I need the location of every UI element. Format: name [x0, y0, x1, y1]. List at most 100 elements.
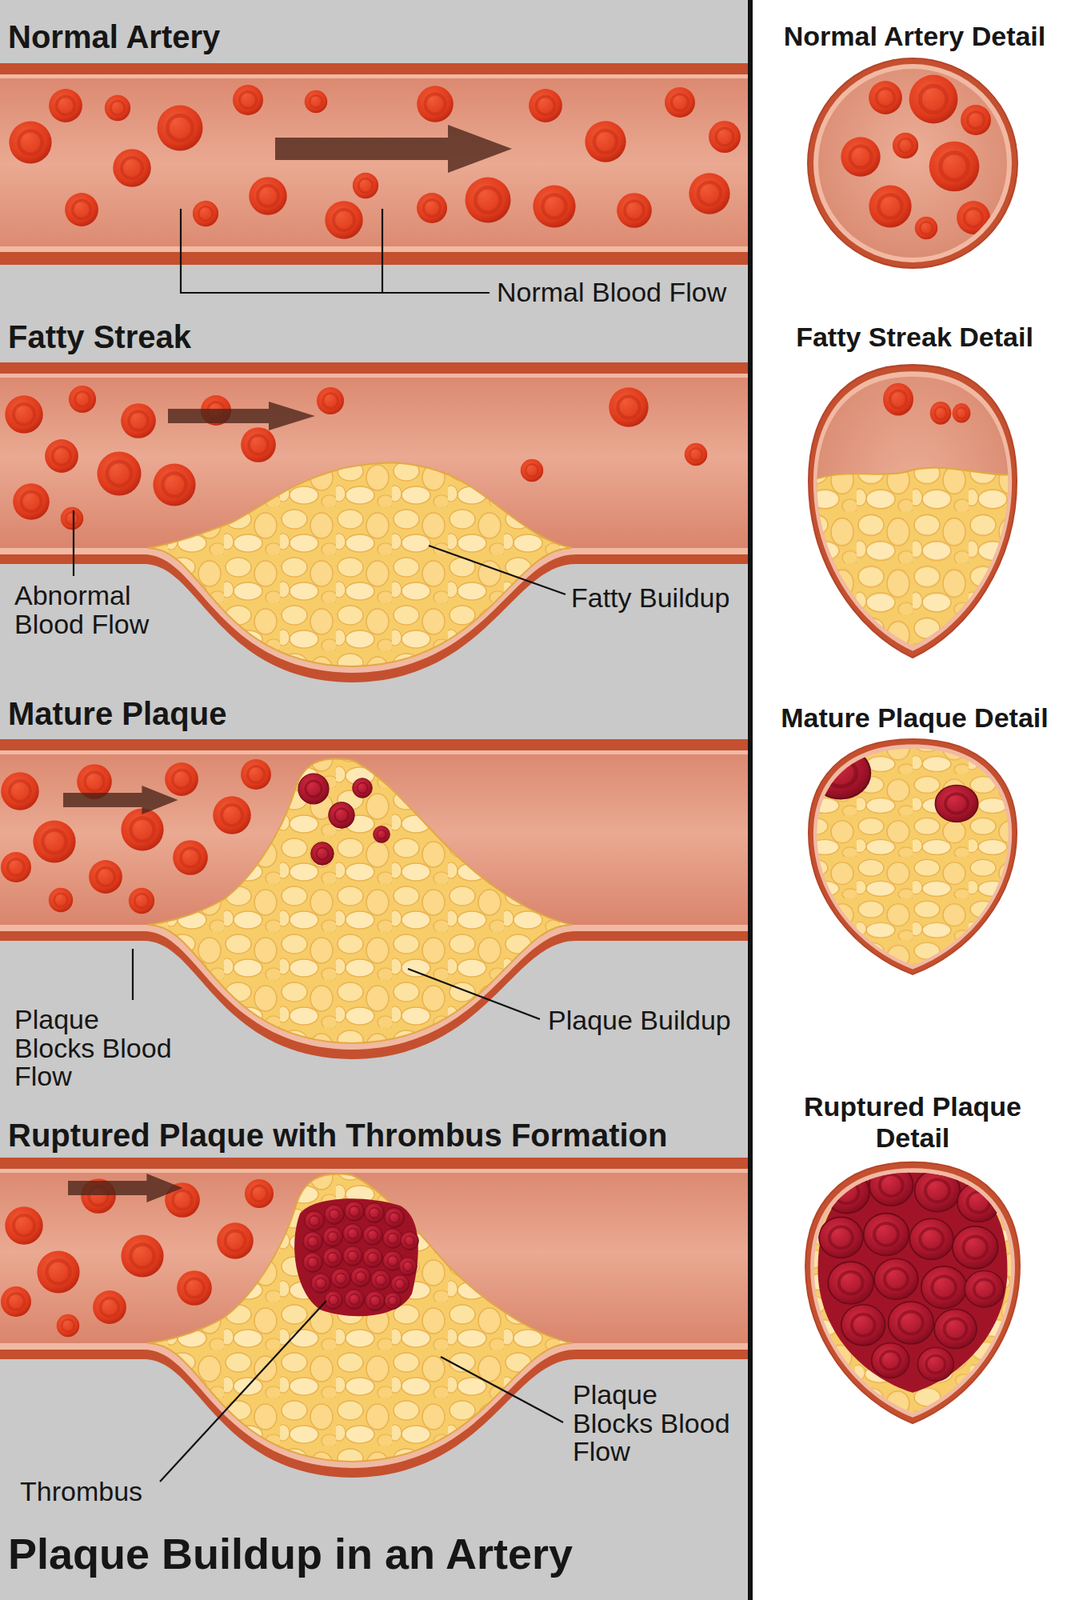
blood-cell-dark	[811, 747, 871, 799]
fatty-buildup	[800, 467, 1025, 684]
blood-cell-dark	[304, 1210, 325, 1231]
blood-cell-dark	[399, 1257, 418, 1276]
artery-intima	[810, 1167, 1016, 1418]
blood-cell-dark	[351, 1266, 372, 1287]
detail-heading: Ruptured Plaque Detail	[780, 1090, 1045, 1154]
blood-cell-dark	[324, 1204, 345, 1225]
plaque-buildup	[800, 731, 1025, 981]
blood-cell-dark	[400, 1231, 420, 1251]
lumen	[0, 63, 748, 265]
artery-wall	[0, 63, 748, 75]
red-blood-cell	[528, 88, 563, 123]
red-blood-cell	[172, 839, 208, 876]
blood-cell-dark	[365, 1290, 386, 1311]
blood-cell-dark	[827, 1261, 874, 1304]
red-blood-cell	[883, 383, 914, 416]
blood-cell-dark	[888, 1301, 935, 1344]
plaque-buildup	[797, 1154, 1028, 1431]
blood-cell-dark	[952, 1226, 999, 1269]
red-blood-cell	[96, 451, 141, 496]
callout-label-box: Plaque Blocks Blood Flow	[14, 1005, 180, 1091]
blood-cell-dark	[323, 1247, 344, 1268]
red-blood-cell	[684, 443, 708, 467]
artery-intima	[0, 373, 748, 378]
leader-line	[428, 545, 566, 595]
red-blood-cell	[465, 177, 512, 224]
red-blood-cell	[56, 1314, 80, 1338]
plaque-buildup	[147, 1174, 572, 1462]
red-blood-cell	[616, 192, 652, 228]
section-heading-box: Mature Plaque	[7, 695, 736, 732]
blood-cell-dark	[344, 1201, 365, 1222]
detail-heading: Fatty Streak Detail	[760, 321, 1069, 353]
blood-cell-dark	[344, 1289, 365, 1310]
red-blood-cell	[60, 507, 84, 531]
blood-cell-dark	[343, 1223, 364, 1244]
red-blood-cell	[212, 795, 252, 835]
blood-cell-dark	[384, 1292, 402, 1310]
callout-label-box: Plaque Buildup	[547, 1006, 744, 1036]
red-blood-cell	[164, 762, 199, 796]
blood-cell-dark	[363, 1247, 384, 1268]
divider	[747, 0, 753, 1600]
blood-cell-dark	[869, 1164, 914, 1206]
blood-cell-dark	[874, 1258, 919, 1299]
red-blood-cell	[232, 84, 264, 116]
mature-plaque-artery	[0, 739, 748, 1060]
leader-line	[440, 1356, 564, 1423]
leader-line	[407, 968, 540, 1020]
red-blood-cell	[324, 200, 364, 240]
mature-plaque-detail	[800, 731, 1025, 981]
artery-wall	[0, 362, 748, 374]
leader-line	[131, 948, 134, 1000]
red-blood-cell	[48, 88, 83, 123]
red-blood-cell	[36, 1250, 80, 1293]
blood-cell-dark	[871, 1342, 910, 1379]
diagram-title-box: Plaque Buildup in an Artery	[7, 1528, 740, 1579]
red-blood-cell	[4, 1206, 44, 1245]
blood-cell-dark	[363, 1225, 384, 1246]
red-blood-cell	[915, 216, 939, 240]
left-panel	[0, 0, 748, 1600]
callout-label: Plaque Blocks Blood Flow	[572, 1380, 738, 1467]
artery-intima	[0, 246, 748, 252]
blood-cell-dark	[383, 1228, 404, 1249]
red-blood-cell	[532, 184, 576, 228]
detail-heading-box: Mature Plaque Detail	[760, 702, 1069, 734]
blood-cell-dark	[364, 1202, 385, 1223]
artery-wall	[0, 251, 748, 265]
blood-cell-dark	[323, 1226, 344, 1247]
red-blood-cell	[120, 807, 164, 851]
red-blood-cell	[0, 851, 32, 883]
blood-cell-dark	[841, 1304, 886, 1346]
blood-cell-dark	[373, 826, 391, 844]
detail-heading-box: Ruptured Plaque Detail	[780, 1090, 1045, 1154]
artery-intima	[0, 1168, 748, 1173]
blood-cell-dark	[391, 1274, 410, 1294]
red-blood-cell	[88, 859, 123, 894]
blood-cell-dark	[819, 1216, 864, 1258]
artery-intima	[813, 63, 1012, 263]
red-blood-cell	[708, 120, 741, 153]
artery-intima	[0, 74, 748, 79]
red-blood-cell	[909, 75, 959, 124]
blood-cell-dark	[384, 1207, 405, 1228]
blood-cell-dark	[934, 1308, 977, 1348]
blood-cell-dark	[311, 842, 335, 866]
fatty-streak-detail	[800, 364, 1025, 684]
artery-wall	[0, 739, 748, 751]
section-heading-box: Ruptured Plaque with Thrombus Formation	[7, 1116, 740, 1154]
blood-cell-dark	[328, 802, 355, 828]
flow-arrow	[167, 401, 316, 431]
artery-wall	[805, 1162, 1020, 1423]
red-blood-cell	[960, 104, 992, 136]
callout-label-box: Normal Blood Flow	[496, 278, 741, 308]
red-blood-cell	[44, 439, 79, 473]
lumen	[818, 68, 1008, 258]
thrombus	[818, 1169, 1008, 1392]
callout-label: Plaque Buildup	[547, 1006, 744, 1036]
plaque-buildup	[147, 758, 572, 1044]
blood-cell-dark	[935, 784, 978, 822]
blood-cell-dark	[298, 773, 329, 804]
